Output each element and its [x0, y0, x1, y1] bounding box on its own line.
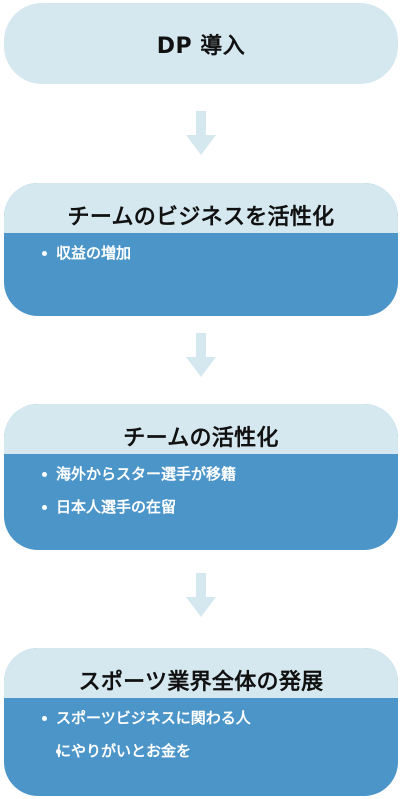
down-arrow-icon: [186, 573, 216, 617]
step-card-title: チームの活性化: [123, 426, 279, 451]
step-card-body: スポーツビジネスに関わる人 にやりがいとお金を: [4, 698, 398, 761]
down-arrow-icon: [186, 111, 216, 155]
bullet-item: 日本人選手の在留: [42, 497, 398, 517]
step-card-team: チームの活性化 海外からスター選手が移籍 日本人選手の在留: [4, 404, 398, 550]
step-card-title: スポーツ業界全体の発展: [78, 670, 324, 695]
step-card-header: チームのビジネスを活性化: [4, 183, 398, 233]
bullet-item: 収益の増加: [42, 243, 398, 263]
start-node: DP 導入: [4, 3, 398, 84]
step-card-body: 海外からスター選手が移籍 日本人選手の在留: [4, 454, 398, 517]
step-card-body: 収益の増加: [4, 233, 398, 263]
step-card-business: チームのビジネスを活性化 収益の増加: [4, 183, 398, 316]
down-arrow-icon: [186, 333, 216, 377]
step-card-header: スポーツ業界全体の発展: [4, 648, 398, 698]
step-card-title: チームのビジネスを活性化: [67, 205, 335, 230]
start-node-title: DP 導入: [156, 33, 246, 59]
bullet-item: スポーツビジネスに関わる人: [42, 708, 398, 728]
bullet-item: 海外からスター選手が移籍: [42, 464, 398, 484]
step-card-industry: スポーツ業界全体の発展 スポーツビジネスに関わる人 にやりがいとお金を: [4, 648, 398, 796]
bullet-item-continuation: にやりがいとお金を: [56, 741, 398, 761]
step-card-header: チームの活性化: [4, 404, 398, 454]
